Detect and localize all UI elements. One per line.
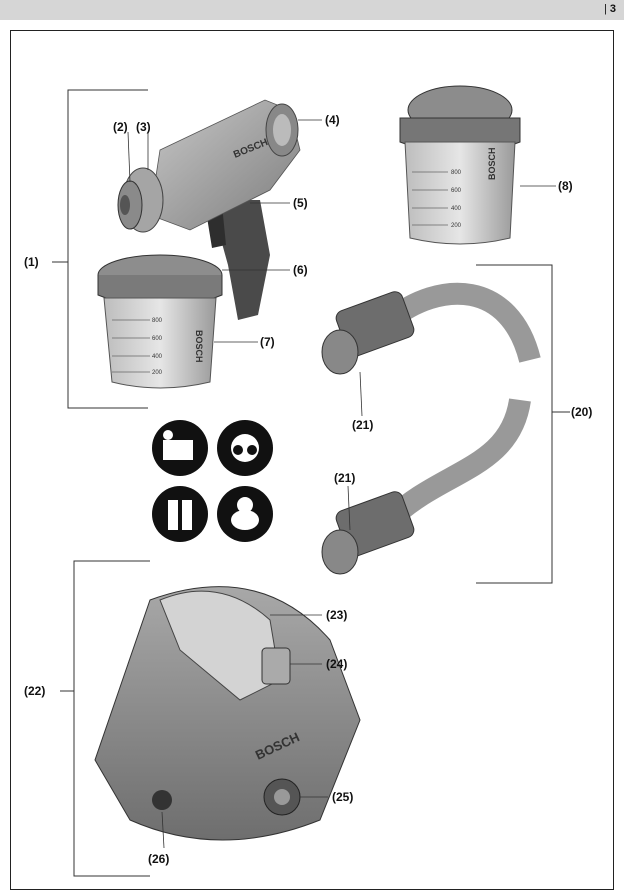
header-bar: [0, 0, 624, 20]
container-logo: BOSCH: [194, 330, 204, 363]
scale-800: 800: [152, 318, 163, 324]
callout-23: (23): [326, 608, 348, 622]
spray-gun: [97, 99, 301, 389]
cup-logo: BOSCH: [487, 147, 497, 180]
spare-cup: [399, 85, 521, 245]
callout-21-upper: (21): [352, 418, 374, 432]
bracket-1: [52, 89, 148, 409]
callout-5: (5): [293, 196, 308, 210]
callout-7: (7): [260, 335, 275, 349]
scale-600: 600: [152, 336, 163, 342]
scale-400: 400: [152, 354, 163, 360]
page-number: |3: [604, 3, 616, 15]
bracket-20: [476, 264, 570, 584]
safety-pictograms: [152, 420, 273, 542]
figure-frame: [10, 30, 614, 890]
callout-24: (24): [326, 657, 348, 671]
bracket-22: [60, 560, 150, 877]
callout-6: (6): [293, 263, 308, 277]
hose: [321, 282, 541, 575]
callout-22: (22): [24, 684, 46, 698]
callout-2: (2): [113, 120, 128, 134]
base-unit: [94, 586, 361, 841]
callout-25: (25): [332, 790, 354, 804]
callout-4: (4): [325, 113, 340, 127]
scale-200: 200: [152, 370, 163, 376]
gloves-icon: [152, 486, 208, 542]
cup-scale-800: 800: [451, 170, 462, 176]
cup-scale-200: 200: [451, 223, 462, 229]
callout-3: (3): [136, 120, 151, 134]
callout-20: (20): [571, 405, 593, 419]
callout-1: (1): [24, 255, 39, 269]
cup-scale-400: 400: [451, 206, 462, 212]
callout-26: (26): [148, 852, 170, 866]
leaders-hose: [347, 371, 363, 531]
callout-8: (8): [558, 179, 573, 193]
leaders-gun: [127, 119, 556, 343]
callout-21-lower: (21): [334, 471, 356, 485]
leaders-unit: [161, 614, 328, 849]
cup-scale-600: 600: [451, 188, 462, 194]
page-number-value: 3: [609, 3, 616, 15]
